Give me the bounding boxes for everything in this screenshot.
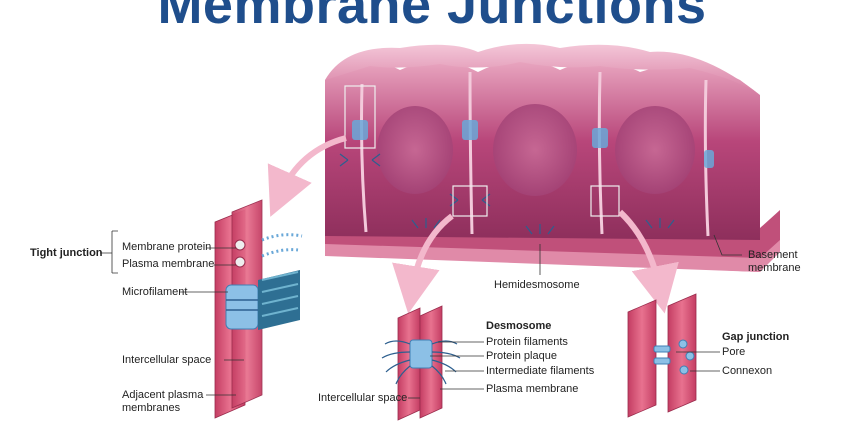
- label-pore: Pore: [722, 346, 746, 358]
- label-desmosome: Desmosome: [486, 320, 552, 332]
- label-intercellular-space-tight: Intercellular space: [122, 354, 212, 366]
- diagram-title: Membrane Junctions: [157, 0, 707, 35]
- tight-junction-detail: [214, 199, 303, 419]
- desmosome-detail: [381, 305, 461, 421]
- label-microfilament: Microfilament: [122, 286, 188, 298]
- arrow-to-tight-junction: [267, 135, 347, 217]
- label-basement-membrane: membrane: [748, 262, 801, 274]
- arrow-to-gap-junction: [617, 209, 679, 314]
- label-plasma-membrane-desmosome: Plasma membrane: [486, 383, 579, 395]
- label-connexon: Connexon: [722, 365, 773, 377]
- arrow-to-desmosome: [392, 213, 454, 314]
- label-adjacent-plasma: Adjacent plasma: [122, 389, 204, 401]
- label-basement: Basement: [748, 249, 798, 261]
- gap-junction-detail: [627, 293, 697, 418]
- label-intercellular-space-desmosome: Intercellular space: [318, 392, 408, 404]
- label-protein-plaque: Protein plaque: [486, 350, 557, 362]
- label-membrane-protein: Membrane protein: [122, 241, 212, 253]
- label-membranes: membranes: [122, 402, 181, 414]
- label-intermediate-filaments: Intermediate filaments: [486, 365, 595, 377]
- leader-lines: [100, 230, 742, 399]
- label-plasma-membrane-tight: Plasma membrane: [122, 258, 215, 270]
- epithelial-tissue-block: [325, 43, 780, 272]
- label-hemidesmosome: Hemidesmosome: [494, 279, 580, 291]
- label-protein-filaments: Protein filaments: [486, 336, 568, 348]
- label-tight-junction: Tight junction: [30, 247, 103, 259]
- label-gap-junction: Gap junction: [722, 331, 790, 343]
